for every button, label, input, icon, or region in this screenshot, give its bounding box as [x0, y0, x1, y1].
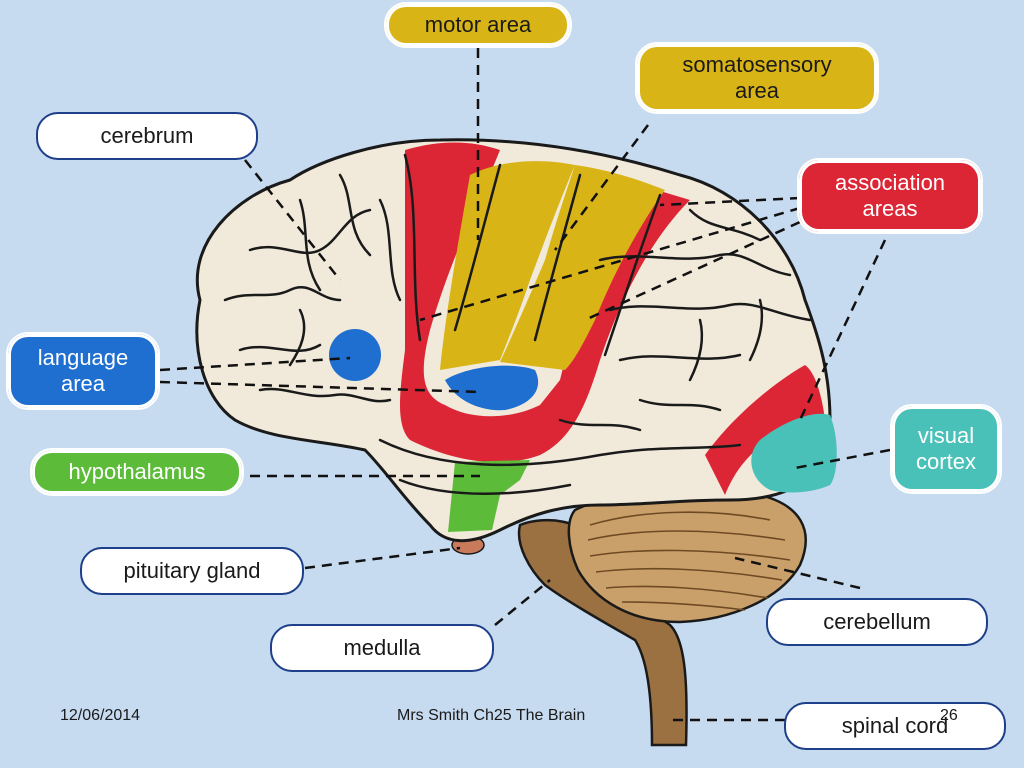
- footer-title: Mrs Smith Ch25 The Brain: [397, 707, 586, 724]
- leader-lines: [159, 48, 891, 722]
- footer-date: 12/06/2014: [60, 707, 141, 724]
- pituitary-gland-label: pituitary gland: [80, 547, 304, 595]
- visual-cortex-shape: [751, 413, 837, 493]
- hypothalamus-label: hypothalamus: [30, 448, 244, 496]
- visual-cortex-label: visual cortex: [890, 404, 1002, 494]
- somatosensory-area-label: somatosensory area: [635, 42, 879, 114]
- motor-area-label: motor area: [384, 2, 572, 48]
- cerebrum-label: cerebrum: [36, 112, 258, 160]
- association-areas-label: association areas: [797, 158, 983, 234]
- language-area-back-shape: [445, 365, 539, 411]
- medulla-label: medulla: [270, 624, 494, 672]
- cerebellum-folds: [587, 511, 791, 611]
- spinal-cord-label: spinal cord: [784, 702, 1006, 750]
- language-area-front-shape: [329, 329, 381, 381]
- cerebellum-label: cerebellum: [766, 598, 988, 646]
- footer-page-number: 26: [940, 707, 958, 724]
- hypothalamus-shape: [448, 460, 530, 532]
- language-area-label: language area: [6, 332, 160, 410]
- motor-area-shape: [440, 161, 575, 370]
- association-area-back: [705, 365, 825, 495]
